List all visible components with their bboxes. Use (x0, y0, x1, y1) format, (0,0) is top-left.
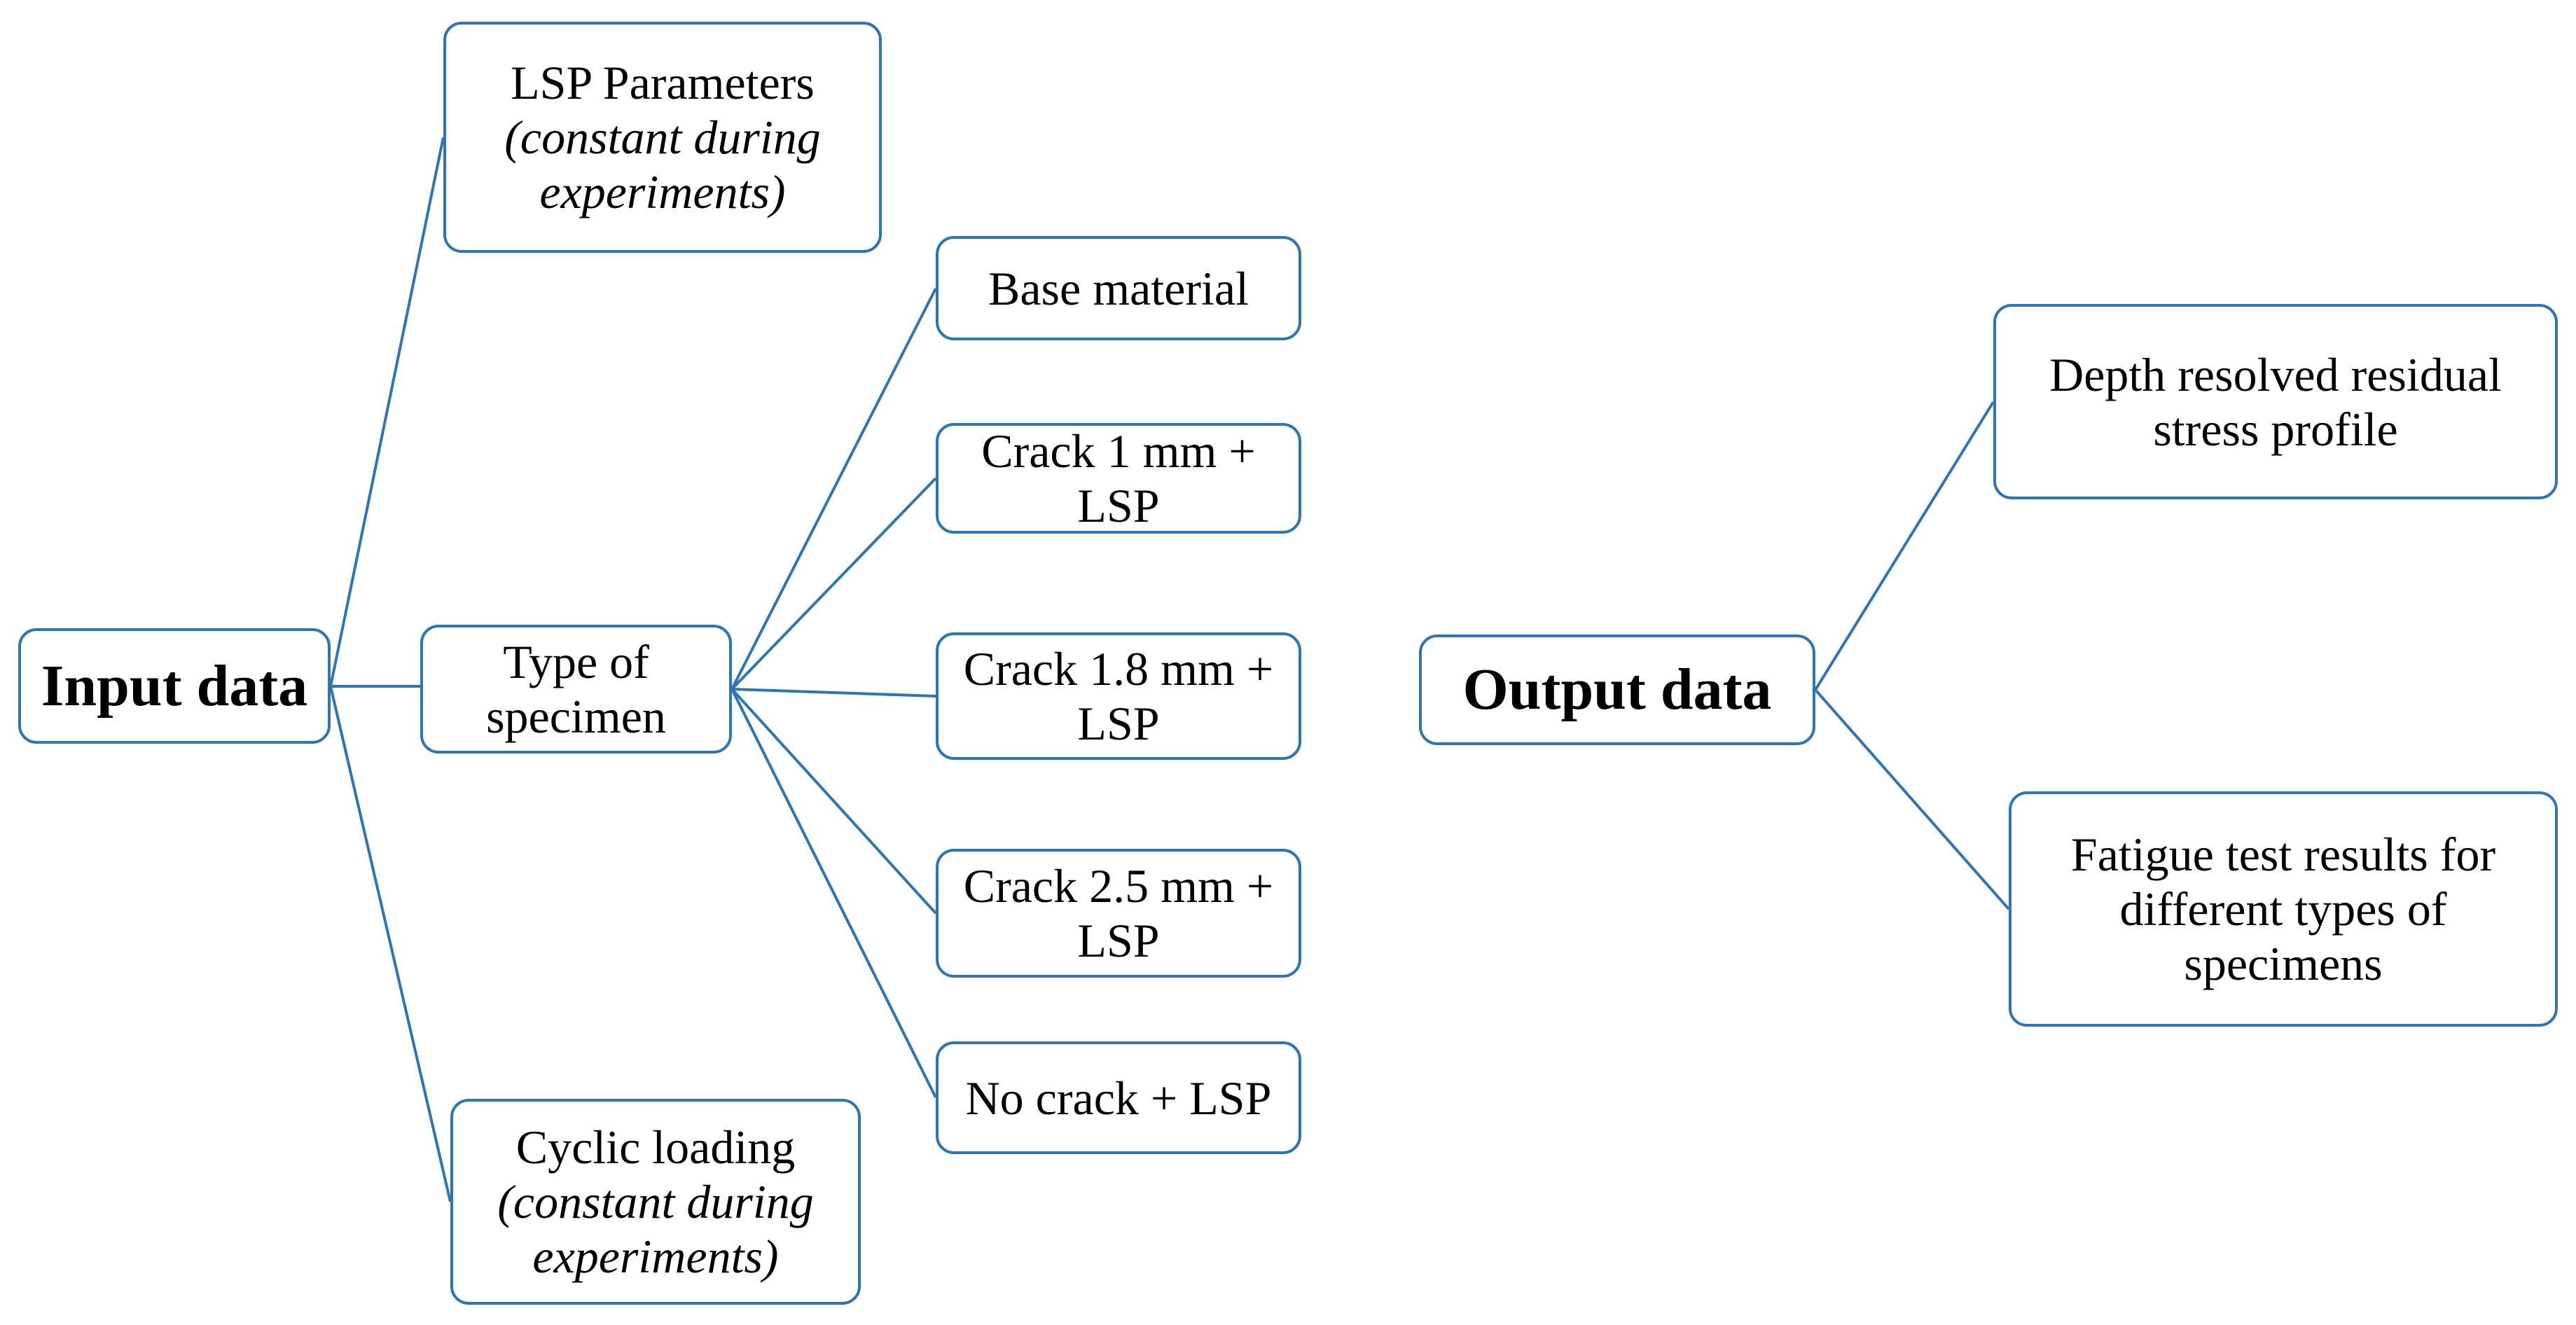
crack-2-5mm-lsp-node: Crack 2.5 mm + LSP (936, 849, 1301, 978)
no-crack-lsp-node: No crack + LSP (936, 1041, 1301, 1154)
connector-input-cyclic (329, 686, 452, 1202)
crack-2-5mm-line2: LSP (1077, 914, 1160, 967)
connector-output-fatigue (1814, 688, 2010, 910)
base-material-node: Base material (936, 236, 1301, 340)
crack-1-8mm-line2: LSP (1077, 697, 1160, 750)
crack-2-5mm-line1: Crack 2.5 mm + (963, 859, 1274, 913)
connector-input-lsp (329, 137, 445, 687)
fatigue-results-line3: specimens (2184, 937, 2383, 990)
crack-1mm-lsp-node: Crack 1 mm + LSP (936, 423, 1301, 534)
connector-type-nocrack (730, 688, 937, 1098)
type-of-specimen-node: Type of specimen (420, 625, 732, 754)
crack-1mm-line2: LSP (1077, 479, 1160, 532)
connector-type-crack18 (731, 688, 936, 698)
fatigue-results-line2: different types of (2119, 882, 2447, 936)
depth-profile-line2: stress profile (2153, 402, 2398, 456)
connector-type-crack25 (730, 688, 937, 915)
output-data-node: Output data (1419, 634, 1815, 745)
depth-profile-line1: Depth resolved residual (2049, 347, 2502, 401)
crack-1mm-line1: Crack 1 mm + (981, 424, 1256, 478)
lsp-parameters-node: LSP Parameters (constant during experime… (443, 22, 882, 253)
no-crack-label: No crack + LSP (965, 1071, 1272, 1125)
base-material-label: Base material (988, 261, 1249, 315)
connector-output-depth (1814, 401, 1995, 691)
lsp-parameters-note-line1: (constant during (504, 111, 821, 164)
type-of-specimen-line1: Type of (503, 635, 649, 688)
input-data-label: Input data (41, 653, 308, 719)
cyclic-loading-node: Cyclic loading (constant during experime… (450, 1099, 861, 1305)
fatigue-results-line1: Fatigue test results for (2070, 828, 2496, 881)
lsp-parameters-note-line2: experiments) (539, 165, 786, 218)
cyclic-loading-title: Cyclic loading (515, 1121, 796, 1174)
type-of-specimen-line2: specimen (486, 690, 666, 743)
connector-type-base (730, 288, 937, 690)
crack-1-8mm-lsp-node: Crack 1.8 mm + LSP (936, 632, 1301, 760)
cyclic-loading-note-line2: experiments) (532, 1230, 779, 1283)
cyclic-loading-note-line1: (constant during (497, 1175, 814, 1228)
fatigue-test-results-node: Fatigue test results for different types… (2009, 791, 2558, 1027)
output-data-label: Output data (1462, 657, 1772, 722)
depth-resolved-stress-profile-node: Depth resolved residual stress profile (1993, 304, 2558, 499)
input-data-node: Input data (18, 628, 331, 744)
connector-type-crack1 (730, 477, 937, 691)
crack-1-8mm-line1: Crack 1.8 mm + (963, 642, 1274, 695)
lsp-parameters-title: LSP Parameters (511, 56, 815, 109)
